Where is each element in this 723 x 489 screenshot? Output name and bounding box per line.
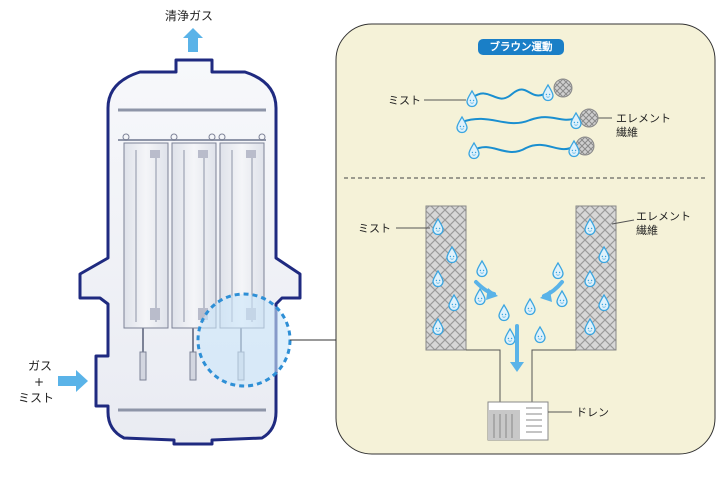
label-fiber-top: 繊維 [616, 126, 638, 139]
label-element-top: エレメント [616, 112, 671, 125]
filter-element-1 [122, 133, 169, 381]
label-clean-gas: 清浄ガス [165, 9, 214, 23]
element-fiber-right [575, 205, 617, 351]
fiber-mesh-ball-icon [553, 78, 573, 98]
element-fiber-left [425, 205, 467, 351]
filter-element-2 [170, 133, 217, 381]
label-inlet-mist: ミスト [18, 391, 55, 405]
label-inlet-plus: + [34, 375, 45, 389]
detail-panel [335, 23, 716, 455]
label-mist-top: ミスト [388, 94, 421, 107]
label-element-mid: エレメント [636, 210, 691, 223]
label-fiber-mid: 繊維 [636, 224, 658, 237]
label-drain: ドレン [576, 406, 609, 419]
coalescing-illustration [396, 205, 635, 441]
clean-gas-arrow-icon [183, 28, 203, 52]
focus-zoom-circle [196, 292, 292, 388]
drain-container [487, 401, 572, 441]
label-mist-mid: ミスト [358, 222, 391, 235]
inlet-arrow-icon [58, 370, 88, 392]
brownian-motion-badge: ブラウン運動 [478, 39, 564, 55]
label-inlet-gas: ガス [28, 359, 53, 373]
brownian-motion-illustration [424, 78, 612, 160]
